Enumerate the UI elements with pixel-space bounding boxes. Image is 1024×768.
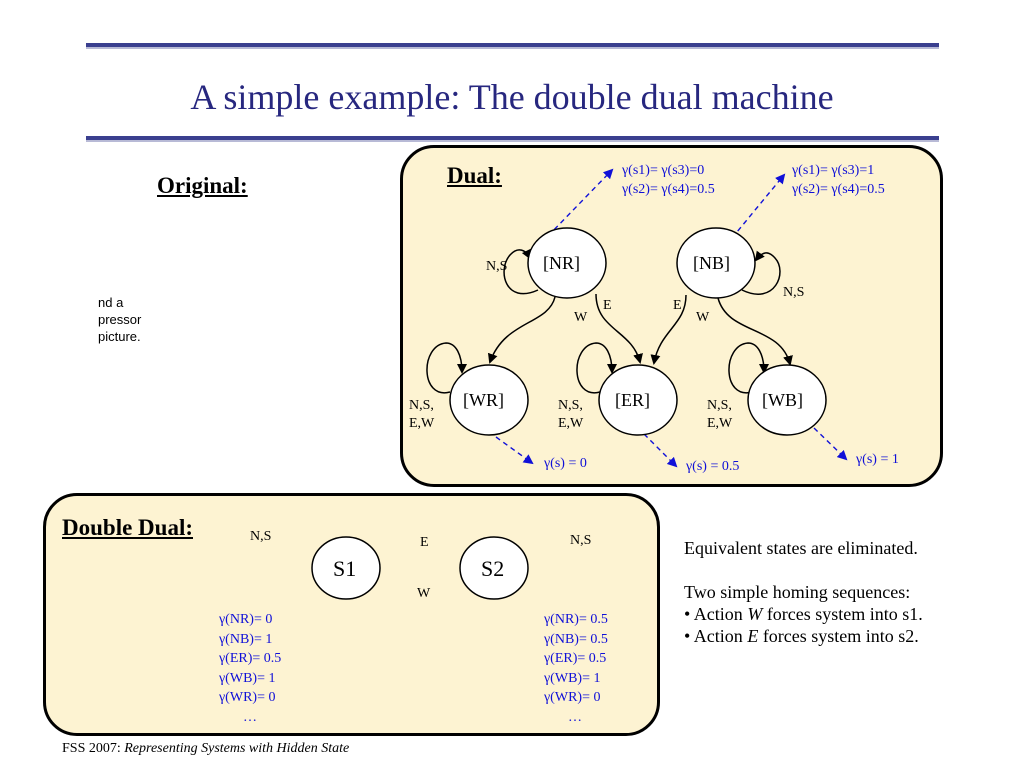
notes-text: Equivalent states are eliminated. Two si…	[684, 537, 923, 647]
nr-self-loop	[503, 248, 539, 295]
er-gamma-label: γ(s) = 0.5	[686, 459, 740, 474]
wb-self-loop	[728, 342, 769, 394]
state-label-nr: [NR]	[543, 253, 580, 273]
notes-bullet: • Action W forces system into s1.	[684, 603, 923, 625]
edge-label-nb-loop: N,S	[783, 285, 805, 300]
wr-gamma-arrow	[495, 436, 534, 465]
s2-gamma-item: γ(ER)= 0.5	[544, 651, 607, 667]
er-self-loop	[576, 342, 617, 394]
bullet-suffix: forces system into s2.	[758, 626, 919, 646]
edge-label-wb-loop: E,W	[707, 416, 733, 431]
s1-gamma-item: γ(WB)= 1	[219, 670, 276, 686]
nb-gamma-line: γ(s1)= γ(s3)=1	[792, 163, 875, 178]
edge-label-er-loop: E,W	[558, 416, 584, 431]
page-title: A simple example: The double dual machin…	[190, 77, 834, 117]
state-label-wb: [WB]	[762, 390, 803, 410]
er-gamma-arrow	[643, 433, 678, 468]
broken-image-text-line: nd a	[98, 295, 124, 310]
wr-gamma-label: γ(s) = 0	[544, 456, 587, 471]
footer-title: Representing Systems with Hidden State	[124, 741, 350, 756]
edge-label-nb-to-wb: W	[696, 310, 710, 325]
edge-label-s1-to-s2: E	[420, 535, 429, 550]
state-label-s2: S2	[481, 556, 505, 581]
state-node-wb	[747, 364, 827, 436]
wr-self-loop	[426, 342, 467, 394]
edge-label-nr-to-er: E	[603, 298, 612, 313]
notes-line: Equivalent states are eliminated.	[684, 538, 918, 558]
top-rule	[86, 43, 939, 49]
wb-gamma-arrow	[813, 427, 848, 461]
double-dual-panel	[43, 493, 660, 736]
nr-gamma-arrow	[547, 168, 614, 237]
state-node-er	[598, 364, 678, 436]
notes-line: Two simple homing sequences:	[684, 582, 911, 602]
notes-bullet: • Action E forces system into s2.	[684, 625, 923, 647]
edge-label-wb-loop: N,S,	[707, 398, 732, 413]
state-node-nr	[527, 227, 607, 299]
state-node-nb	[676, 227, 756, 299]
state-label-nb: [NB]	[693, 253, 730, 273]
edge-label-nr-to-wr: W	[574, 310, 588, 325]
nb-gamma-arrow	[731, 173, 786, 239]
s1-gamma-item: γ(WR)= 0	[219, 690, 276, 706]
s2-gamma-item: γ(WB)= 1	[544, 670, 601, 686]
footer-prefix: FSS 2007:	[62, 741, 125, 756]
dual-heading: Dual:	[447, 163, 502, 188]
wb-gamma-label: γ(s) = 1	[856, 452, 899, 467]
nr-to-wr-arrow	[487, 296, 556, 364]
s2-gamma-item: γ(WR)= 0	[544, 690, 601, 706]
edge-label-s1-loop: N,S	[250, 529, 272, 544]
action-w: W	[747, 604, 763, 624]
edge-label-nb-to-er: E	[673, 298, 682, 313]
edge-label-wr-loop: N,S,	[409, 398, 434, 413]
nr-gamma-line: γ(s2)= γ(s4)=0.5	[622, 182, 715, 197]
edge-label-s2-to-s1: W	[417, 586, 431, 601]
edge-label-wr-loop: E,W	[409, 416, 435, 431]
bullet-prefix: • Action	[684, 626, 748, 646]
edge-label-s2-loop: N,S	[570, 533, 592, 548]
bullet-prefix: • Action	[684, 604, 748, 624]
double-dual-heading: Double Dual:	[62, 515, 193, 540]
s2-gamma-list: γ(NR)= 0.5 γ(NB)= 0.5 γ(ER)= 0.5 γ(WB)= …	[544, 610, 608, 728]
state-label-s1: S1	[333, 556, 357, 581]
state-label-er: [ER]	[615, 390, 650, 410]
edge-label-er-loop: N,S,	[558, 398, 583, 413]
nb-self-loop	[741, 250, 781, 295]
nb-to-wb-arrow	[717, 297, 793, 366]
original-heading: Original:	[157, 173, 248, 198]
s1-gamma-list: γ(NR)= 0 γ(NB)= 1 γ(ER)= 0.5 γ(WB)= 1 γ(…	[219, 610, 281, 728]
nr-gamma-line: γ(s1)= γ(s3)=0	[622, 163, 705, 178]
s2-gamma-item: …	[568, 709, 582, 725]
s1-gamma-item: γ(NR)= 0	[219, 612, 273, 627]
s1-gamma-item: γ(ER)= 0.5	[219, 651, 282, 667]
footer: FSS 2007: Representing Systems with Hidd…	[62, 741, 349, 757]
action-e: E	[747, 626, 759, 646]
nr-to-er-arrow	[595, 293, 643, 364]
broken-image-text-line: pressor	[98, 312, 142, 327]
state-node-s1	[311, 536, 381, 600]
broken-image-placeholder: nd a pressor picture.	[98, 294, 168, 345]
nb-gamma-line: γ(s2)= γ(s4)=0.5	[792, 182, 885, 197]
s1-gamma-item: γ(NB)= 1	[219, 631, 273, 647]
s2-gamma-item: γ(NR)= 0.5	[544, 612, 608, 627]
state-label-wr: [WR]	[463, 390, 504, 410]
title-underline-rule	[86, 136, 939, 142]
bullet-suffix: forces system into s1.	[762, 604, 923, 624]
edge-label-nr-loop: N,S	[486, 259, 508, 274]
state-node-wr	[449, 364, 529, 436]
state-node-s2	[459, 536, 529, 600]
s1-gamma-item: …	[243, 709, 257, 725]
nb-to-er-arrow	[650, 294, 687, 365]
broken-image-text-line: picture.	[98, 329, 141, 344]
s2-gamma-item: γ(NB)= 0.5	[544, 631, 608, 647]
